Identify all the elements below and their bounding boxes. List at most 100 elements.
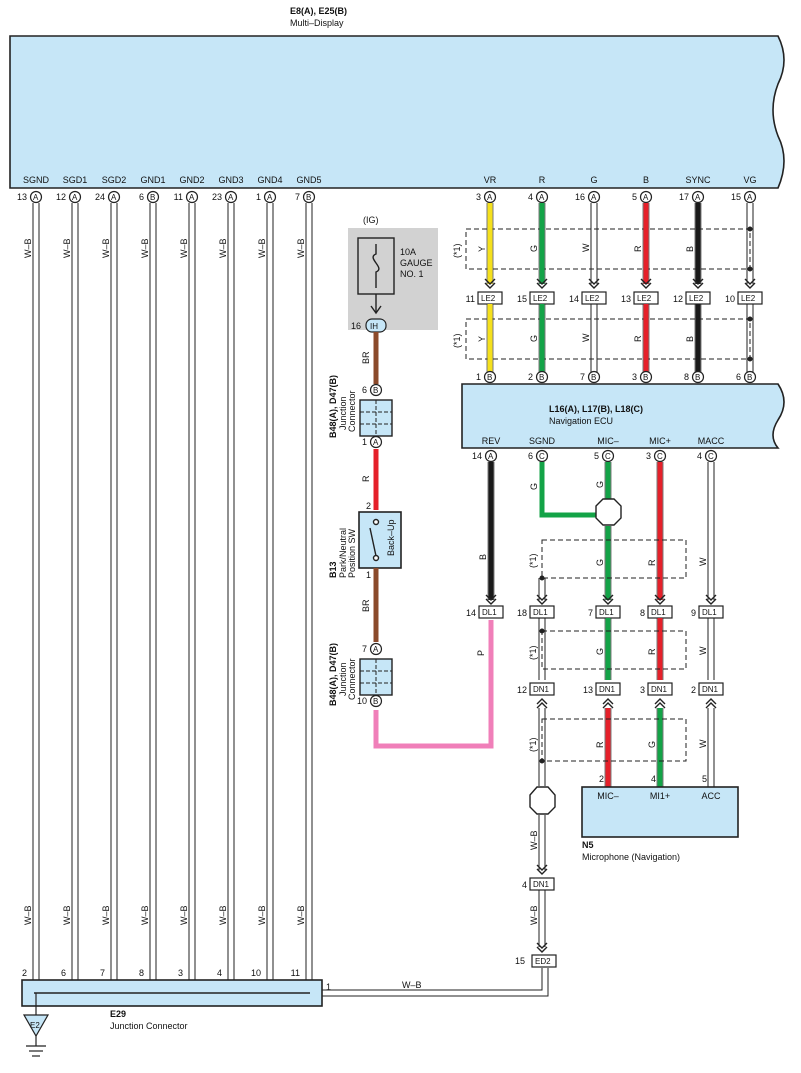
ecu-top-conn-1 [535,370,549,384]
fuse-arrow [370,305,382,315]
j-upper-top-num: 6 [362,385,367,395]
e29-pin-num-5: 4 [217,968,222,978]
nav-pin-label-3: MIC+ [649,436,671,446]
md-pin-conn-0 [29,190,43,204]
le2-connector-2-label: LE2 [585,294,600,303]
fuse-line3: NO. 1 [400,269,424,279]
park-sw-code: B13 [328,561,338,578]
md-right-pin-conn-1-letter: A [539,193,545,202]
le2-in-3-chevron-a [640,282,652,289]
dl1-rev-chevron-b [485,594,497,601]
j-lower-bot-num: 10 [357,696,367,706]
fuse-line1: 10A [400,247,416,257]
dn1-micp-num: 3 [640,685,645,695]
nav-ecu-code: L16(A), L17(B), L18(C) [549,404,643,414]
dn1-lower-box [529,877,555,891]
nav-pin-conn-0 [484,449,498,463]
wire-sgnd [539,462,596,518]
microphone-name: Microphone (Navigation) [582,852,680,862]
dn1-sgnd-box [529,682,555,696]
le2-connector-1-label: LE2 [533,294,548,303]
ground-wire-label-bot-6: W–B [257,905,267,925]
ground-wire-label-top-7: W–B [296,238,306,258]
navigation-ecu-box [461,383,785,449]
dl1-sgnd-box-label: DL1 [533,608,548,617]
le2-num-2: 14 [569,294,579,304]
ground-wire-label-bot-4: W–B [179,905,189,925]
park-neutral-switch-box [358,511,402,569]
md-right-pin-num-2: 16 [575,192,585,202]
ecu-top-conn-4-letter: B [695,373,700,382]
dl1-micp-chevron-a [654,598,666,605]
md-pin-conn-5-letter: A [228,193,234,202]
ground-wire-label-bot-7: W–B [296,905,306,925]
e29-pin-num-3: 8 [139,968,144,978]
le2-num-3: 13 [621,294,631,304]
ecu-top-conn-0-letter: B [487,373,492,382]
nav-pin-conn-2 [601,449,615,463]
md-pin-num-3: 6 [139,192,144,202]
ecu-top-conn-3 [639,370,653,384]
dn1-lower-chevron-b [536,864,548,871]
md-right-pin-conn-0-letter: A [487,193,493,202]
ecu-top-num-5: 6 [736,372,741,382]
j-lower-top-conn-letter: A [373,645,379,654]
fuse-line2: GAUGE [400,258,433,268]
ground-wire-label-top-1: W–B [62,238,72,258]
md-right-pin-num-0: 3 [476,192,481,202]
e29-pin-num-7: 11 [291,968,300,978]
wire-micp-mid-label: R [647,559,657,566]
mic-pin-label-2: ACC [701,791,721,801]
nav-pin-num-1: 6 [528,451,533,461]
ecu-top-num-3: 3 [632,372,637,382]
park-sw-name2: Position SW [347,528,357,578]
wire-ground-b-label: W–B [529,905,539,925]
mic-pin-label-1: MI1+ [650,791,670,801]
splice-octagon-upper [595,498,622,526]
ground-return-wire [322,968,549,997]
wire-micm-mid-label: G [595,559,605,566]
shield-mic-lower-label: (*1) [528,737,538,752]
e29-pin-num-2: 7 [100,968,105,978]
shield-mic-mid-dot [539,628,545,634]
wire-micm-top-label: G [595,481,605,488]
j-upper-bot-num: 1 [362,437,367,447]
dl1-micp-num: 8 [640,608,645,618]
dn1-micp-box-label: DN1 [651,685,668,694]
md-pin-num-7: 7 [295,192,300,202]
md-right-pin-conn-2-letter: A [591,193,597,202]
le2-in-5-chevron-b [744,278,756,285]
j-lower-top-num: 7 [362,644,367,654]
le2-num-0: 11 [466,294,475,304]
wire-br-lower-label: BR [361,599,371,612]
md-pin-label-3: GND1 [140,175,165,185]
shield-upper-label: (*1) [452,243,462,258]
dl1-sgnd-box [529,605,555,619]
le2-num-4: 12 [673,294,683,304]
e29-pin-num-0: 2 [22,968,27,978]
wire-rev-label: B [478,554,488,560]
e29-pin1: 1 [326,982,331,992]
park-sw-name1: Park/Neutral [338,528,348,578]
wire-p [373,620,494,749]
ed2-in-chevron-a [536,946,548,953]
mic-pin-num-1: 4 [651,774,656,784]
md-pin-conn-3 [146,190,160,204]
j-lower-top-conn [369,642,383,656]
ground-wire-label-bot-5: W–B [218,905,228,925]
dl1-sgnd-num: 18 [517,608,527,618]
md-pin-label-6: GND4 [257,175,282,185]
md-pin-conn-4-letter: A [189,193,195,202]
md-right-pin-conn-3 [639,190,653,204]
dl1-sgnd-chevron-b [536,594,548,601]
md-right-pin-conn-1 [535,190,549,204]
md-right-pin-label-0: VR [484,175,497,185]
shield-mic-upper-label: (*1) [528,553,538,568]
mic-pin-num-0: 2 [599,774,604,784]
md-pin-label-4: GND2 [179,175,204,185]
wire-mic-macc-label: W [698,739,708,748]
ecu-top-conn-5 [743,370,757,384]
le2-in-1-chevron-a [536,282,548,289]
dl1-rev-box [478,605,504,619]
